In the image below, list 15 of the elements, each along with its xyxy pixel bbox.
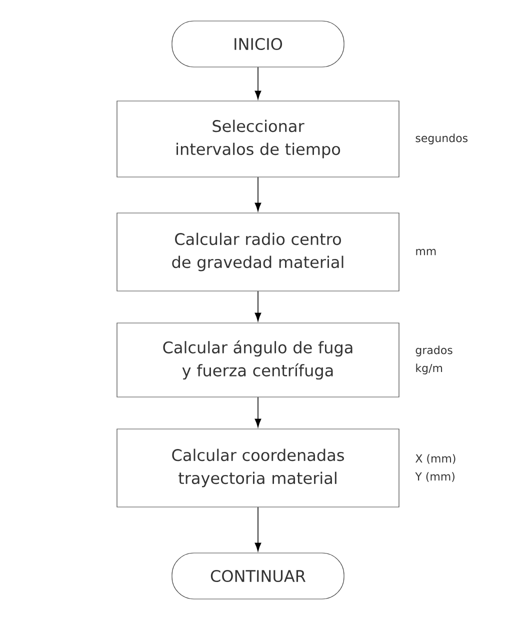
arrow xyxy=(254,66,262,100)
process-box: Seleccionar intervalos de tiempo xyxy=(116,100,400,178)
arrow xyxy=(254,506,262,552)
unit-label: mm xyxy=(416,248,436,256)
arrow xyxy=(254,176,262,212)
arrow xyxy=(254,396,262,428)
unit-label: X (mm) xyxy=(416,454,456,464)
arrow xyxy=(254,290,262,322)
unit-label: grados xyxy=(416,346,452,356)
process-box: Calcular radio centro de gravedad material xyxy=(116,212,400,292)
unit-label: kg/m xyxy=(416,364,442,374)
process-box: Calcular ángulo de fuga y fuerza centrífuga xyxy=(116,322,400,398)
unit-label: segundos xyxy=(416,134,468,144)
unit-label: Y (mm) xyxy=(415,472,454,482)
process-box: Calcular coordenadas trayectoria material xyxy=(116,428,400,508)
